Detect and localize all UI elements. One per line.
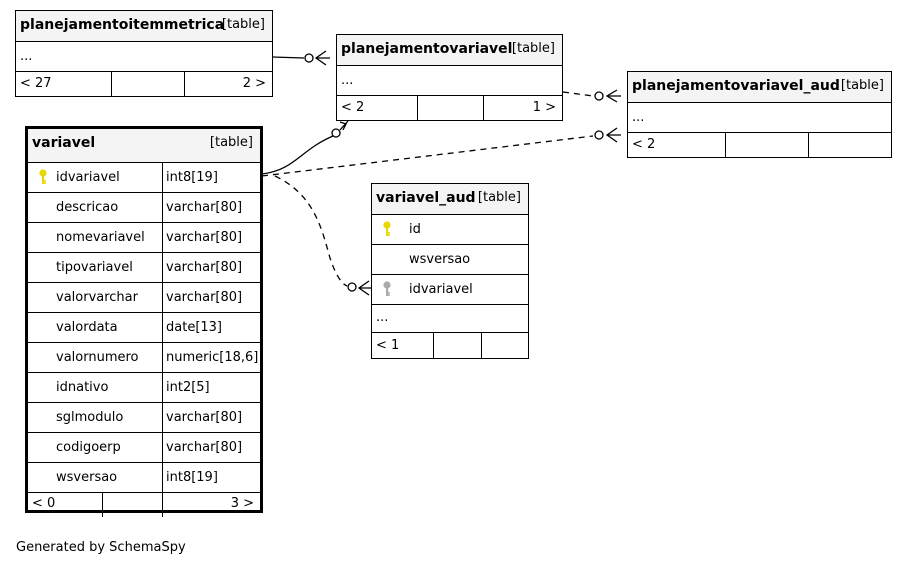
table-name[interactable]: planejamentoitemmetrica — [20, 17, 225, 33]
ellipsis: ... — [20, 49, 33, 64]
table-planejamentovariavel[interactable]: planejamentovariavel [table] ... < 2 1 > — [336, 34, 563, 121]
column-type: int8[19] — [166, 170, 218, 185]
column-name: nomevariavel — [56, 230, 145, 245]
column-name: wsversao — [409, 252, 471, 267]
table-name[interactable]: planejamentovariavel — [341, 41, 513, 57]
ellipsis-row: ... — [337, 66, 562, 96]
column-row[interactable]: nomevariavel varchar[80] — [28, 223, 260, 253]
relation-planejamentovariavel-planejamentoitemmetrica — [271, 50, 330, 66]
relation-variavel-planejamentovariavel-aud — [261, 127, 621, 177]
column-name: wsversao — [56, 470, 118, 485]
nav-row: < 27 2 > — [16, 72, 272, 96]
nav-left-count[interactable]: < 2 — [632, 137, 656, 152]
table-kind-label: [table] — [477, 190, 521, 205]
column-type: numeric[18,6] — [166, 350, 259, 365]
column-name: idvariavel — [56, 170, 120, 185]
column-list: idvariavel int8[19] descricao varchar[80… — [28, 163, 260, 517]
ellipsis-row: ... — [372, 305, 528, 333]
table-header: variavel_aud [table] — [372, 184, 528, 215]
column-type: int2[5] — [166, 380, 210, 395]
nav-right-count[interactable]: 3 > — [230, 496, 254, 511]
column-row[interactable]: wsversao — [372, 245, 528, 275]
column-name: id — [409, 222, 421, 237]
nav-row: < 0 3 > — [28, 493, 260, 517]
table-header: variavel [table] — [28, 129, 260, 163]
column-name: codigoerp — [56, 440, 121, 455]
column-row[interactable]: valornumero numeric[18,6] — [28, 343, 260, 373]
nav-left-count[interactable]: < 1 — [376, 338, 400, 353]
table-planejamentovariavel-aud[interactable]: planejamentovariavel_aud [table] ... < 2 — [627, 71, 892, 158]
column-type: varchar[80] — [166, 200, 243, 215]
column-name: descricao — [56, 200, 119, 215]
column-name: valornumero — [56, 350, 139, 365]
relation-variavel-planejamentovariavel — [261, 120, 349, 175]
nav-left-count[interactable]: < 0 — [32, 496, 56, 511]
nav-right-count[interactable]: 2 > — [242, 76, 266, 91]
table-header: planejamentovariavel_aud [table] — [628, 72, 891, 103]
table-kind-label: [table] — [840, 78, 884, 93]
nav-row: < 1 — [372, 333, 528, 359]
column-row[interactable]: valorvarchar varchar[80] — [28, 283, 260, 313]
column-type: varchar[80] — [166, 290, 243, 305]
nav-left-count[interactable]: < 2 — [341, 100, 365, 115]
column-type: varchar[80] — [166, 230, 243, 245]
nav-row: < 2 — [628, 133, 891, 157]
column-row[interactable]: id — [372, 215, 528, 245]
ellipsis-row: ... — [16, 42, 272, 72]
table-kind-label: [table] — [221, 17, 265, 32]
column-name: valordata — [56, 320, 118, 335]
primary-key-icon — [39, 169, 47, 184]
table-kind-label: [table] — [209, 135, 253, 150]
table-variavel-aud[interactable]: variavel_aud [table] id wsversao idvaria… — [371, 183, 529, 359]
table-name[interactable]: variavel — [32, 135, 96, 151]
table-planejamentoitemmetrica[interactable]: planejamentoitemmetrica [table] ... < 27… — [15, 10, 273, 97]
column-row[interactable]: tipovariavel varchar[80] — [28, 253, 260, 283]
ellipsis: ... — [376, 310, 389, 325]
relation-planejamentovariavel-aud — [562, 89, 621, 103]
table-variavel[interactable]: variavel [table] idvariavel int8[19] des… — [25, 126, 263, 517]
column-type: varchar[80] — [166, 410, 243, 425]
ellipsis: ... — [632, 110, 645, 125]
column-name: valorvarchar — [56, 290, 138, 305]
column-row[interactable]: valordata date[13] — [28, 313, 260, 343]
column-name: tipovariavel — [56, 260, 133, 275]
primary-key-icon — [383, 221, 391, 236]
table-header: planejamentovariavel [table] — [337, 35, 562, 66]
column-type: int8[19] — [166, 470, 218, 485]
ellipsis-row: ... — [628, 103, 891, 133]
column-row[interactable]: descricao varchar[80] — [28, 193, 260, 223]
table-name[interactable]: variavel_aud — [376, 190, 476, 206]
column-row[interactable]: sglmodulo varchar[80] — [28, 403, 260, 433]
column-row[interactable]: idnativo int2[5] — [28, 373, 260, 403]
column-type: varchar[80] — [166, 260, 243, 275]
relation-variavel-variavel-aud — [274, 175, 372, 296]
column-type: date[13] — [166, 320, 222, 335]
column-row[interactable]: idvariavel — [372, 275, 528, 305]
column-name: idnativo — [56, 380, 109, 395]
nav-right-count[interactable]: 1 > — [532, 100, 556, 115]
column-row[interactable]: idvariavel int8[19] — [28, 163, 260, 193]
table-header: planejamentoitemmetrica [table] — [16, 11, 272, 42]
nav-row: < 2 1 > — [337, 96, 562, 120]
column-row[interactable]: wsversao int8[19] — [28, 463, 260, 493]
table-name[interactable]: planejamentovariavel_aud — [632, 78, 840, 94]
table-kind-label: [table] — [511, 41, 555, 56]
column-name: sglmodulo — [56, 410, 124, 425]
ellipsis: ... — [341, 73, 354, 88]
foreign-key-icon — [383, 281, 391, 296]
column-type: varchar[80] — [166, 440, 243, 455]
column-name: idvariavel — [409, 282, 473, 297]
generated-by-footer: Generated by SchemaSpy — [16, 540, 186, 555]
column-row[interactable]: codigoerp varchar[80] — [28, 433, 260, 463]
nav-left-count[interactable]: < 27 — [20, 76, 52, 91]
